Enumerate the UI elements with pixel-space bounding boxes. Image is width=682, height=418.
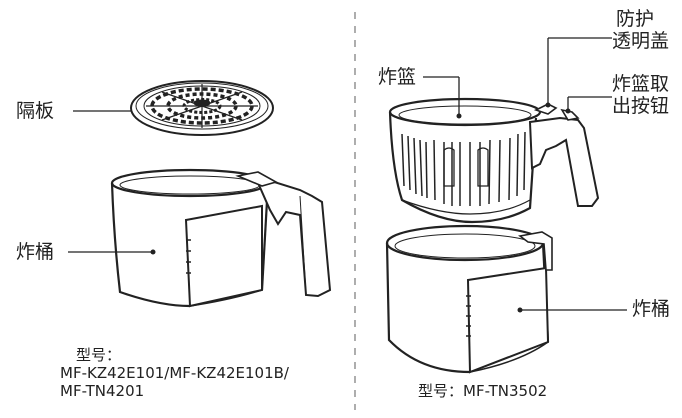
cover-label-line-2: 透明盖: [612, 30, 670, 52]
basket-label: 炸篮: [378, 66, 417, 88]
left-pot-leader-dot: [150, 249, 156, 255]
basket-illustration: [388, 97, 600, 224]
release-label-line-1: 炸篮取: [612, 73, 670, 95]
right-pot-illustration: [385, 224, 553, 374]
right-model: 型号：MF-TN3502: [418, 382, 548, 400]
separator-plate-illustration: [130, 80, 274, 136]
left-pot-illustration: [110, 168, 332, 308]
basket-leader-dot: [456, 113, 462, 119]
right-pot-label: 炸桶: [632, 298, 671, 320]
cover-leader-dot: [545, 102, 551, 108]
release-leader-dot: [565, 108, 571, 114]
right-pot-leader-dot: [517, 307, 523, 313]
left-pot-label: 炸桶: [16, 241, 55, 263]
release-label-line-2: 出按钮: [612, 95, 670, 117]
left-model-line-2: MF-TN4201: [60, 382, 145, 400]
separator-plate-label: 隔板: [16, 100, 55, 122]
left-model-heading: 型号：: [76, 346, 122, 364]
cover-label-line-1: 防护: [616, 8, 655, 30]
left-model-line-1: MF-KZ42E101/MF-KZ42E101B/: [60, 364, 289, 382]
